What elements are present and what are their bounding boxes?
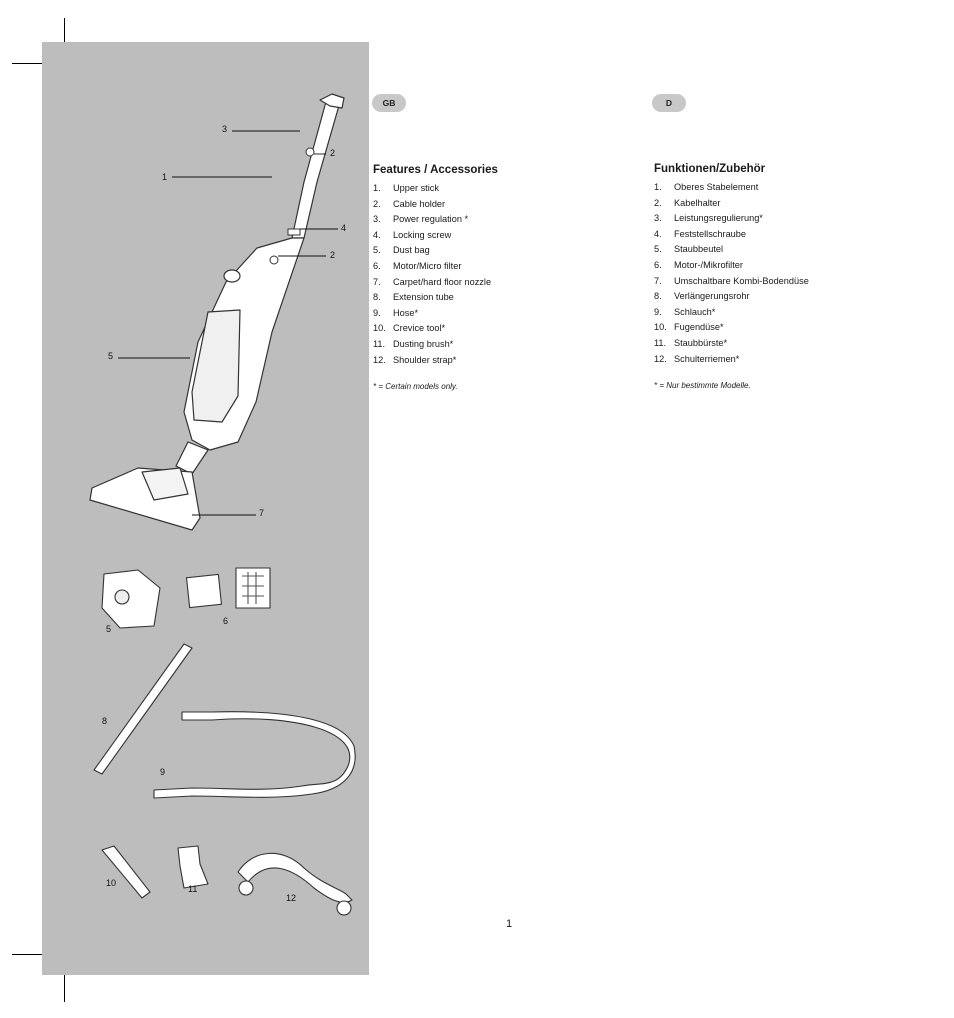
motor-filter [235, 567, 271, 609]
features-section-gb: Features / Accessories 1.Upper stick 2.C… [373, 164, 653, 391]
micro-filter [185, 573, 223, 609]
page-number: 1 [506, 918, 513, 930]
extension-tube [93, 643, 193, 775]
crevice-tool [101, 845, 151, 899]
accessory-label-5: 5 [106, 624, 112, 634]
footnote: * = Certain models only. [373, 382, 458, 392]
callout-2-lower: 2 [330, 250, 336, 260]
list-item: 8.Extension tube [373, 292, 454, 303]
list-item: 1.Upper stick [373, 183, 439, 193]
accessory-label-9: 9 [160, 767, 166, 777]
list-item: 5.Dust bag [373, 245, 430, 256]
list-item: 7.Umschaltbare Kombi-Bodendüse [654, 275, 809, 286]
list-item: 6.Motor/Micro filter [373, 260, 462, 271]
floor-nozzle-joint [141, 467, 189, 501]
list-item: 10.Fugendüse* [654, 322, 724, 333]
callout-2-upper: 2 [330, 148, 336, 158]
list-item: 8.Verlängerungsrohr [654, 291, 750, 302]
list-item: 3.Leistungsregulierung* [654, 213, 763, 224]
list-item: 6.Motor-/Mikrofilter [654, 259, 743, 270]
language-badge-d: D [652, 94, 686, 112]
list-item: 11.Dusting brush* [373, 338, 454, 349]
accessory-label-12: 12 [286, 893, 297, 903]
upper-stick [291, 97, 341, 239]
language-badge-gb: GB [372, 94, 406, 112]
accessory-label-8: 8 [102, 716, 108, 726]
callout-3: 3 [222, 124, 228, 134]
shoulder-strap [237, 852, 353, 903]
list-item: 3.Power regulation * [373, 214, 469, 225]
list-item: 4.Feststellschraube [654, 228, 747, 239]
list-item: 12.Schulterriemen* [654, 353, 740, 364]
dust-bag-window [191, 309, 241, 423]
crop-mark [12, 954, 54, 955]
list-item: 10.Crevice tool* [373, 323, 446, 334]
list-item: 9.Schlauch* [654, 306, 716, 317]
list-item: 7.Carpet/hard floor nozzle [373, 276, 492, 287]
list-item: 2.Cable holder [373, 198, 446, 209]
list-item: 9.Hose* [373, 307, 419, 318]
footnote: * = Nur bestimmte Modelle. [654, 381, 751, 391]
dusting-brush [177, 845, 209, 889]
product-illustration [89, 93, 356, 916]
features-list: 1.Oberes Stabelement 2.Kabelhalter 3.Lei… [654, 180, 934, 367]
handle-top [319, 93, 345, 109]
list-item: 5.Staubbeutel [654, 244, 724, 255]
section-title: Features / Accessories [373, 164, 498, 176]
list-item: 11.Staubbürste* [654, 337, 728, 348]
section-title: Funktionen/Zubehör [654, 163, 766, 175]
callout-7: 7 [259, 508, 265, 518]
power-dial [223, 269, 241, 283]
list-item: 1.Oberes Stabelement [654, 182, 759, 192]
illustration-panel: 3 2 1 4 2 5 7 5 6 8 9 10 11 12 [42, 42, 369, 975]
callout-1: 1 [162, 172, 168, 182]
features-section-de: Funktionen/Zubehör 1.Oberes Stabelement … [654, 163, 934, 390]
callout-4: 4 [341, 223, 347, 233]
crop-mark [12, 63, 54, 64]
accessory-label-11: 11 [188, 884, 198, 894]
accessory-label-6: 6 [223, 616, 229, 626]
list-item: 2.Kabelhalter [654, 197, 721, 208]
hose [153, 711, 356, 799]
accessory-label-10: 10 [106, 878, 117, 888]
list-item: 4.Locking screw [373, 229, 452, 240]
crop-mark [64, 968, 65, 1002]
list-item: 12.Shoulder strap* [373, 354, 457, 365]
dust-bag-accessory [101, 569, 161, 629]
crop-mark [64, 18, 65, 50]
callout-5: 5 [108, 351, 114, 361]
features-list: 1.Upper stick 2.Cable holder 3.Power reg… [373, 181, 653, 368]
